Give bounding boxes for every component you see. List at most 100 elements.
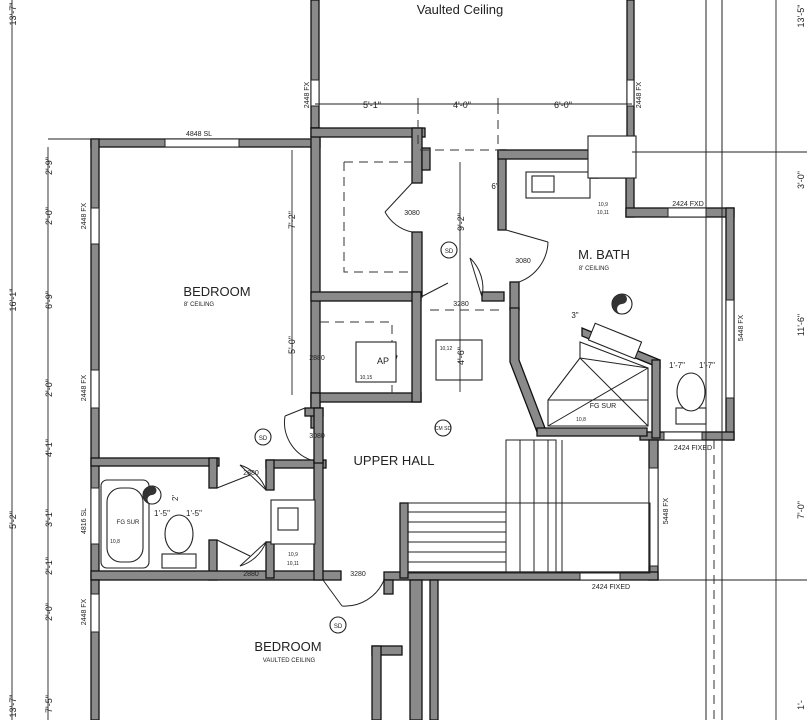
door-tag: 3280 bbox=[350, 571, 366, 578]
dimension-label: 13'-7" bbox=[8, 3, 18, 26]
toilet-icon bbox=[164, 514, 194, 554]
dimension-label: 13'-5" bbox=[796, 5, 806, 28]
wall-segment bbox=[626, 0, 635, 151]
wall-segment bbox=[509, 307, 546, 433]
sd-label: SD bbox=[445, 249, 454, 255]
door-tag: 3080 bbox=[515, 258, 531, 265]
dashed-lines bbox=[320, 105, 500, 393]
dimension-label: 3'-1" bbox=[44, 509, 54, 527]
window-tag: 2424 FIXED bbox=[674, 445, 712, 452]
wall-segment bbox=[497, 149, 507, 231]
tag-label: 10,9 bbox=[598, 202, 608, 208]
tag-label: 10,15 bbox=[360, 375, 373, 381]
tag-label: 10,8 bbox=[576, 417, 586, 423]
window-tag: 2448 FX bbox=[304, 81, 311, 108]
wall-segment bbox=[383, 579, 394, 595]
wall-segment bbox=[399, 502, 409, 579]
smoke-detector-icon bbox=[440, 241, 458, 259]
door-tag: 3080 bbox=[404, 210, 420, 217]
door-tag: 2880 bbox=[243, 470, 259, 477]
wall-segment bbox=[411, 291, 422, 403]
dimension-label: 3'-0" bbox=[796, 171, 806, 189]
ap-label: AP bbox=[377, 356, 389, 366]
sink-icon bbox=[277, 507, 299, 531]
wall-segment bbox=[411, 127, 423, 184]
wall-segment bbox=[421, 147, 431, 171]
linen-shelf bbox=[435, 339, 483, 381]
room-label-vaulted-ceiling: Vaulted Ceiling bbox=[417, 2, 503, 17]
wall-segment bbox=[536, 427, 648, 437]
toilet-icon bbox=[676, 372, 706, 412]
tub-basin bbox=[106, 487, 144, 563]
tag-label: 10,8 bbox=[110, 539, 120, 545]
wall-segment bbox=[208, 457, 218, 489]
ceiling-note: 8' CEILING bbox=[184, 302, 214, 308]
window-tag: 2424 FXD bbox=[672, 201, 704, 208]
dimension-label: 1'-5" bbox=[186, 509, 202, 518]
wall-segment bbox=[411, 231, 423, 298]
fan-swirl bbox=[143, 486, 157, 504]
wall-segment bbox=[409, 579, 423, 720]
fg-sur-label: FG SUR bbox=[590, 403, 616, 410]
dimension-label: 2'-0" bbox=[44, 379, 54, 397]
bench bbox=[587, 322, 643, 360]
dimension-label: 16'-1" bbox=[8, 289, 18, 312]
wall-segment bbox=[497, 149, 599, 160]
dimension-label: 1'- bbox=[796, 700, 806, 710]
wall-segment bbox=[313, 407, 324, 464]
tag-label: 10,11 bbox=[287, 561, 299, 567]
dimension-label: 7'-2" bbox=[287, 211, 297, 229]
dimension-label: 2' bbox=[171, 495, 180, 501]
dimension-label: 6'-9" bbox=[44, 291, 54, 309]
access-panel-box bbox=[355, 341, 397, 383]
smoke-detector-icon bbox=[254, 428, 272, 446]
window-2424fixed bbox=[579, 571, 621, 581]
smoke-detector-icon bbox=[329, 616, 347, 634]
cabinet bbox=[587, 135, 637, 179]
window-5448fx bbox=[648, 467, 659, 567]
window-2424fxd bbox=[667, 207, 707, 218]
window-2448fx bbox=[626, 79, 635, 107]
window-tag: 2448 FX bbox=[636, 81, 643, 108]
dimension-label: 3" bbox=[571, 311, 578, 320]
window-2448fx bbox=[90, 207, 100, 245]
dimension-label: 4'-1" bbox=[44, 439, 54, 457]
room-label-bedroom: BEDROOM bbox=[254, 639, 321, 654]
symbols bbox=[254, 241, 458, 634]
dimension-label: 4'-0" bbox=[453, 100, 471, 110]
window-tag: 5448 FX bbox=[663, 497, 670, 524]
dimension-label: 2'-0" bbox=[44, 207, 54, 225]
window-5448fx bbox=[725, 299, 735, 399]
wall-segment bbox=[265, 459, 275, 491]
fan-swirl bbox=[612, 294, 627, 314]
dimension-lines bbox=[11, 0, 777, 720]
wall-segment bbox=[310, 291, 422, 302]
window-tag: 5448 FX bbox=[738, 314, 745, 341]
door-tag: 2880 bbox=[309, 355, 325, 362]
stair-treads bbox=[505, 440, 563, 572]
sd-label: SD bbox=[259, 436, 268, 442]
dimension-label: 1'-7" bbox=[669, 361, 685, 370]
dimension-label: 1'-5" bbox=[154, 509, 170, 518]
door-tag: 3280 bbox=[453, 301, 469, 308]
wall-segment bbox=[90, 457, 220, 467]
windows bbox=[90, 79, 735, 633]
tag-label: 10,11 bbox=[597, 210, 609, 216]
dimension-label: 1'-7" bbox=[699, 361, 715, 370]
fg-sur-label: FG SUR bbox=[117, 520, 140, 526]
wall-segment bbox=[310, 127, 321, 429]
window-tag: 4848 SL bbox=[186, 131, 212, 138]
door-swings bbox=[216, 182, 549, 607]
stairs-lower bbox=[407, 502, 651, 574]
wall-segment bbox=[90, 570, 342, 581]
wall-segment bbox=[310, 0, 320, 129]
dimension-label: 2'-1" bbox=[44, 557, 54, 575]
room-label-bedroom: BEDROOM bbox=[183, 284, 250, 299]
wall-segment bbox=[310, 392, 422, 403]
dimension-label: 2'-9" bbox=[44, 157, 54, 175]
ceiling-note: VAULTED CEILING bbox=[263, 658, 316, 664]
wall-segment bbox=[310, 127, 426, 138]
window-4816sl bbox=[90, 487, 100, 545]
